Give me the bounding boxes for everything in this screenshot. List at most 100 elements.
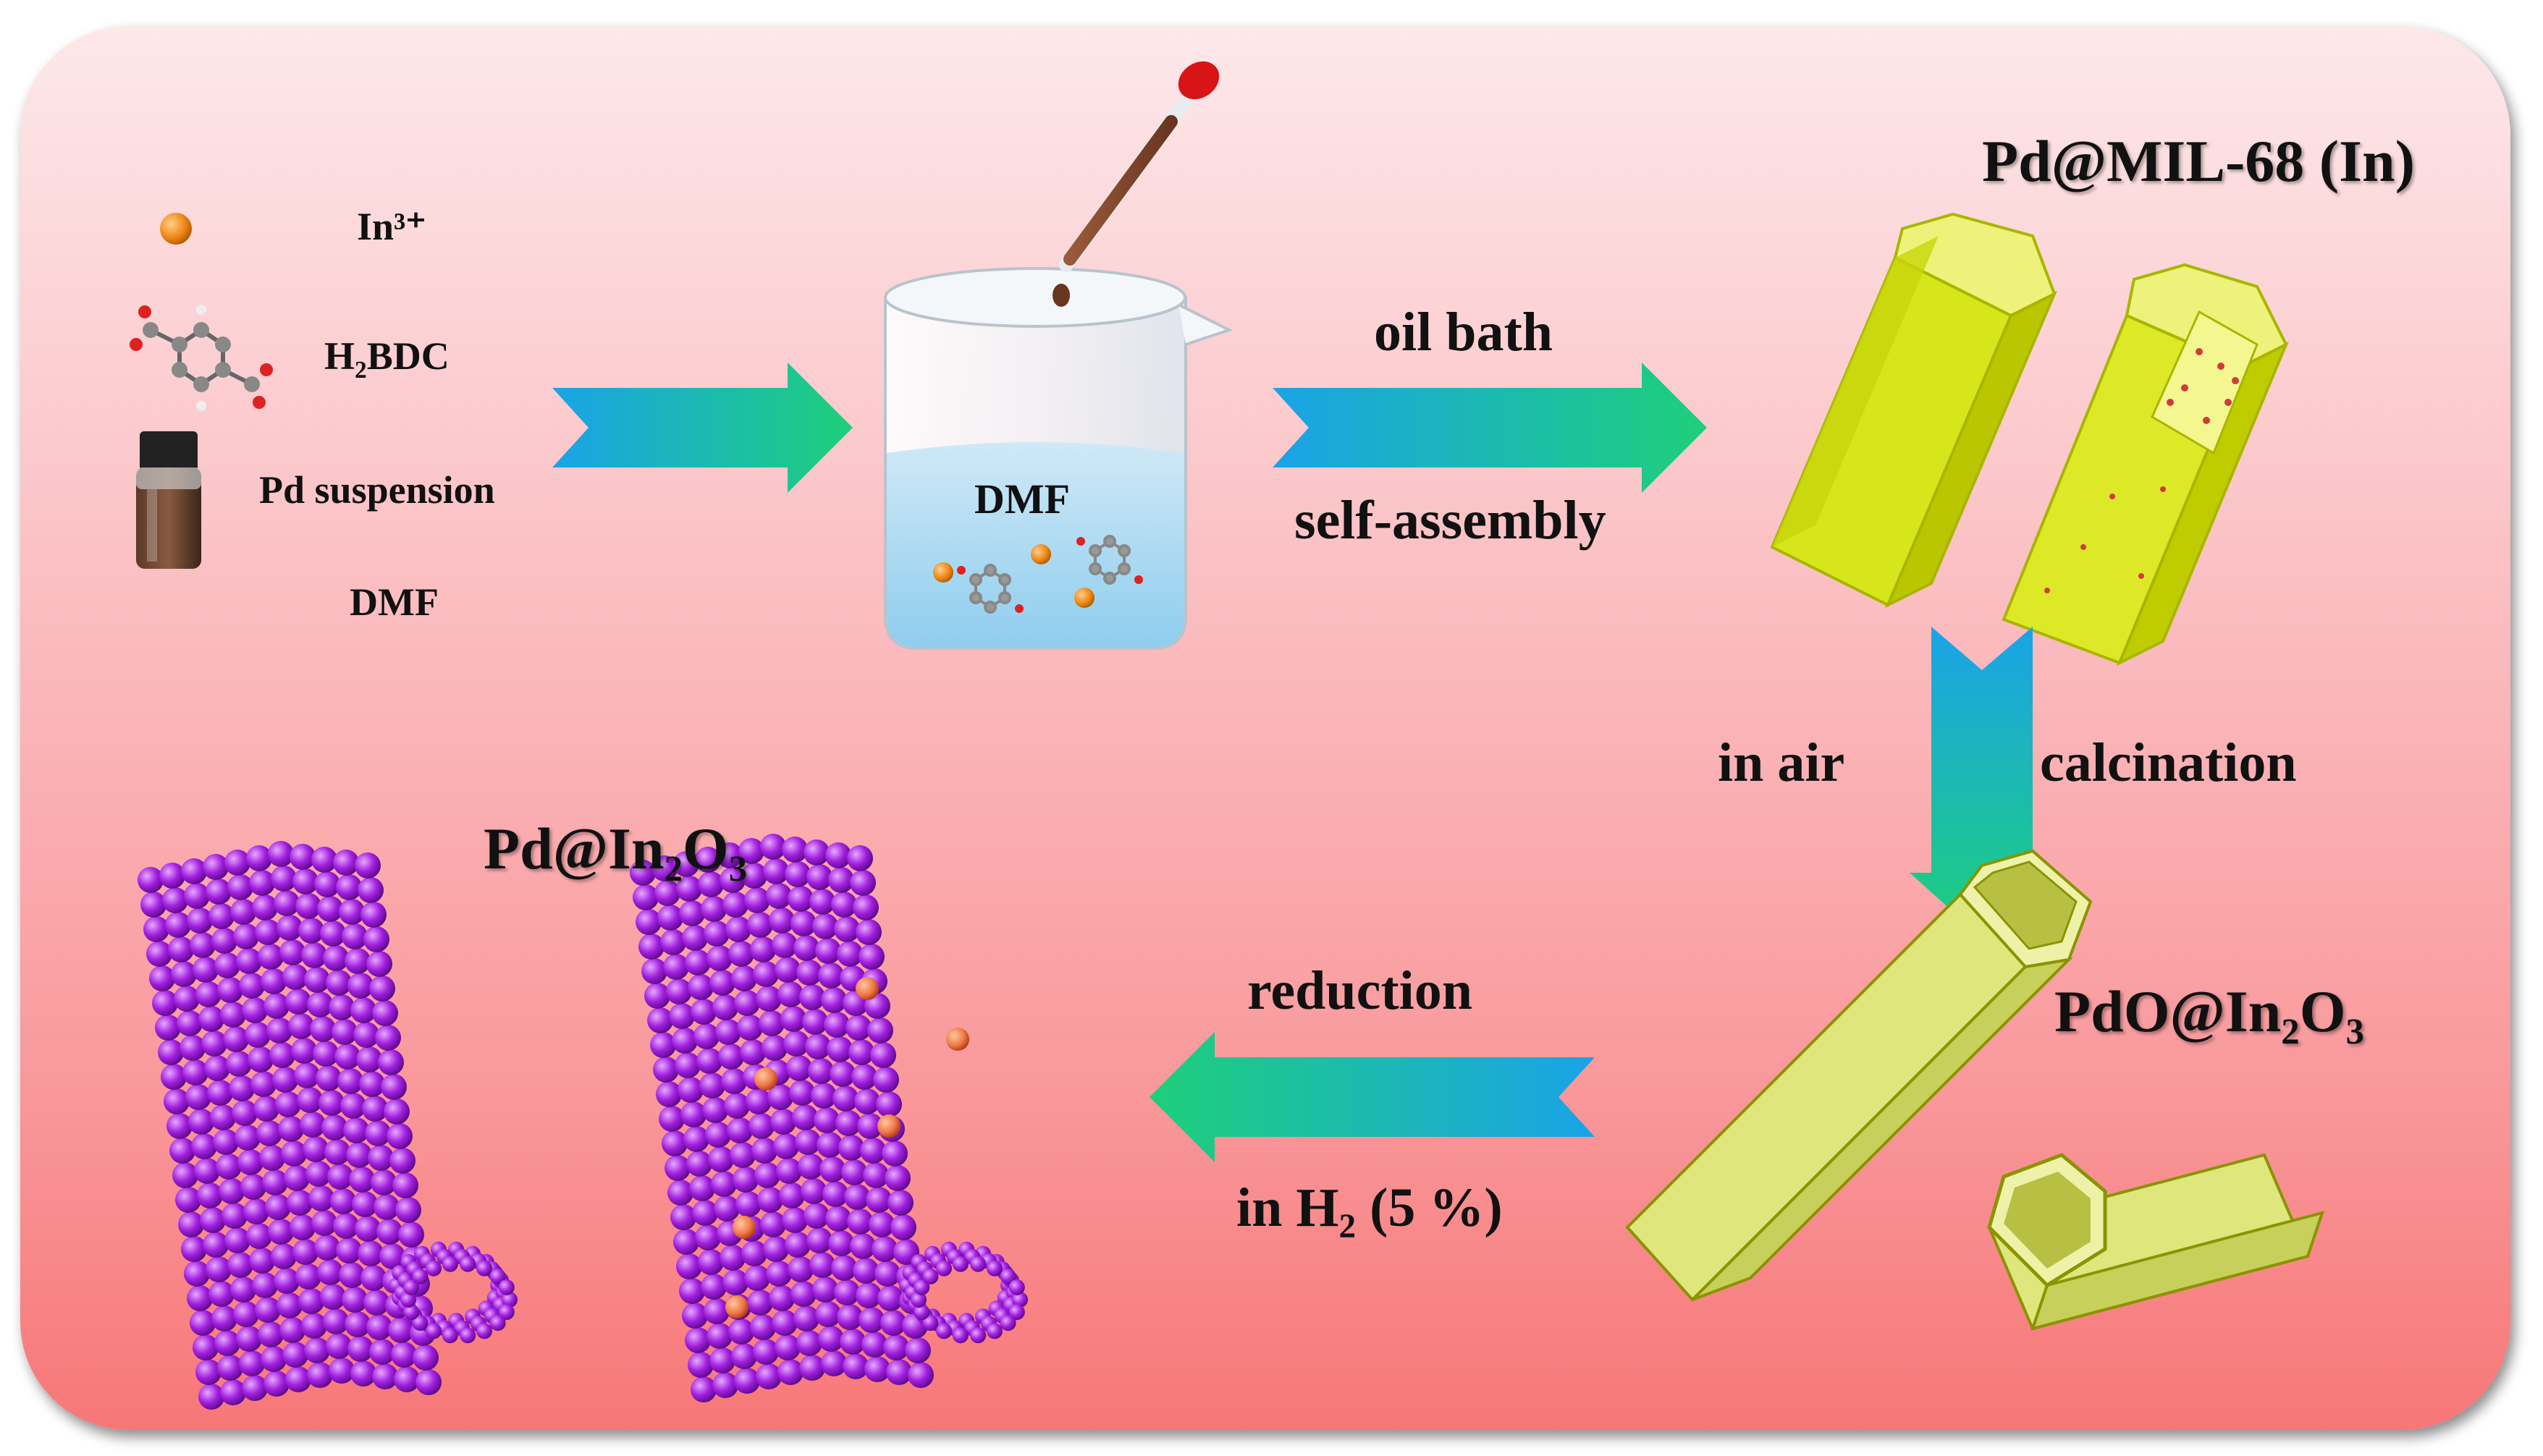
sphere-atom — [195, 981, 222, 1007]
sphere-atom — [214, 1330, 240, 1356]
sphere-atom — [298, 1288, 324, 1314]
sphere-atom — [347, 1336, 374, 1362]
sphere-atom — [403, 1304, 420, 1321]
sphere-atom — [843, 1353, 869, 1379]
sphere-atom — [323, 945, 349, 971]
sphere-atom — [728, 941, 754, 967]
sphere-atom — [187, 907, 213, 934]
sphere-atom — [249, 1248, 275, 1274]
sphere-atom — [856, 919, 882, 945]
h2bdc-molecule-icon — [130, 305, 273, 411]
sphere-atom — [211, 1305, 237, 1332]
sphere-atom — [776, 1158, 802, 1184]
sphere-atom — [763, 858, 789, 884]
sphere-atom — [230, 1277, 256, 1303]
sphere-atom — [818, 962, 844, 989]
sphere-atom — [696, 1048, 722, 1074]
sphere-atom — [320, 920, 346, 947]
sphere-atom — [194, 1158, 220, 1184]
sphere-atom — [207, 1080, 233, 1106]
sphere-atom — [1000, 1315, 1016, 1332]
sphere-atom — [688, 974, 714, 1000]
sphere-atom — [905, 1337, 931, 1363]
sphere-atom — [754, 1067, 777, 1091]
sphere-atom — [815, 1301, 841, 1327]
sphere-atom — [398, 1222, 424, 1248]
sphere-atom — [796, 1330, 822, 1356]
sphere-atom — [845, 1015, 872, 1041]
sphere-atom — [715, 1019, 741, 1045]
sphere-atom — [387, 1123, 413, 1149]
sphere-atom — [686, 1151, 712, 1177]
sphere-atom — [203, 1232, 229, 1258]
sphere-atom — [805, 1033, 831, 1059]
sphere-atom — [815, 938, 841, 964]
sphere-atom — [659, 1106, 685, 1132]
sphere-atom — [288, 1013, 314, 1039]
sphere-atom — [737, 1015, 763, 1041]
sphere-atom — [701, 896, 727, 922]
sphere-atom — [717, 842, 743, 868]
sphere-atom — [837, 941, 863, 967]
sphere-atom — [785, 861, 811, 887]
sphere-atom — [339, 899, 365, 925]
sphere-atom — [853, 894, 879, 920]
sphere-atom — [830, 1061, 856, 1087]
sphere-atom — [368, 1145, 394, 1171]
sphere-atom — [663, 954, 689, 980]
sphere-atom — [346, 1142, 372, 1168]
sphere-atom — [667, 1180, 693, 1206]
sphere-atom — [181, 1236, 207, 1262]
sphere-atom — [353, 1022, 379, 1048]
sphere-atom — [201, 1030, 227, 1057]
sphere-atom — [740, 1039, 766, 1065]
sphere-atom — [268, 1219, 294, 1245]
sphere-atom — [832, 1085, 859, 1112]
sphere-atom — [847, 1209, 873, 1235]
sphere-atom — [850, 870, 876, 896]
sphere-atom — [711, 1171, 737, 1197]
sphere-atom — [220, 1379, 246, 1405]
sphere-atom — [751, 1138, 777, 1164]
sphere-atom — [644, 983, 670, 1009]
sphere-atom — [685, 1327, 711, 1353]
sphere-atom — [200, 1207, 226, 1233]
sphere-atom — [391, 1342, 417, 1368]
sphere-atom — [229, 1075, 255, 1101]
sphere-atom — [914, 1279, 930, 1295]
sphere-atom — [236, 948, 262, 974]
arrow-mix — [552, 363, 853, 493]
sphere-atom — [679, 900, 705, 926]
sphere-atom — [880, 1310, 906, 1336]
sphere-atom — [311, 1210, 337, 1236]
sphere-atom — [369, 1339, 395, 1365]
sphere-atom — [226, 1051, 252, 1077]
sphere-atom — [762, 1035, 788, 1061]
sphere-atom — [394, 1366, 420, 1392]
sphere-atom — [240, 1174, 266, 1200]
sphere-atom — [804, 839, 830, 865]
sphere-atom — [922, 1315, 939, 1332]
sphere-atom — [825, 1206, 851, 1232]
sphere-atom — [822, 1181, 848, 1207]
sphere-atom — [416, 1369, 442, 1395]
sphere-atom — [911, 1292, 927, 1308]
sphere-atom — [874, 1261, 901, 1287]
sphere-atom — [835, 1110, 861, 1136]
sphere-atom — [870, 1042, 896, 1068]
sphere-atom — [349, 1167, 375, 1193]
pd-in2o3-ring-doped — [899, 1241, 1028, 1344]
sphere-atom — [847, 845, 873, 871]
sphere-atom — [266, 1017, 292, 1044]
sphere-atom — [340, 1093, 366, 1119]
sphere-atom — [460, 1256, 476, 1272]
sphere-atom — [281, 1140, 307, 1167]
step3-reduction-label: reduction — [1247, 960, 1473, 1021]
legend-dmf-label: DMF — [350, 580, 439, 624]
sphere-atom — [1000, 1268, 1016, 1284]
sphere-atom — [230, 899, 256, 925]
sphere-atom — [665, 1155, 691, 1181]
sphere-atom — [790, 1281, 817, 1307]
sphere-atom — [638, 934, 665, 960]
sphere-atom — [253, 1096, 279, 1122]
